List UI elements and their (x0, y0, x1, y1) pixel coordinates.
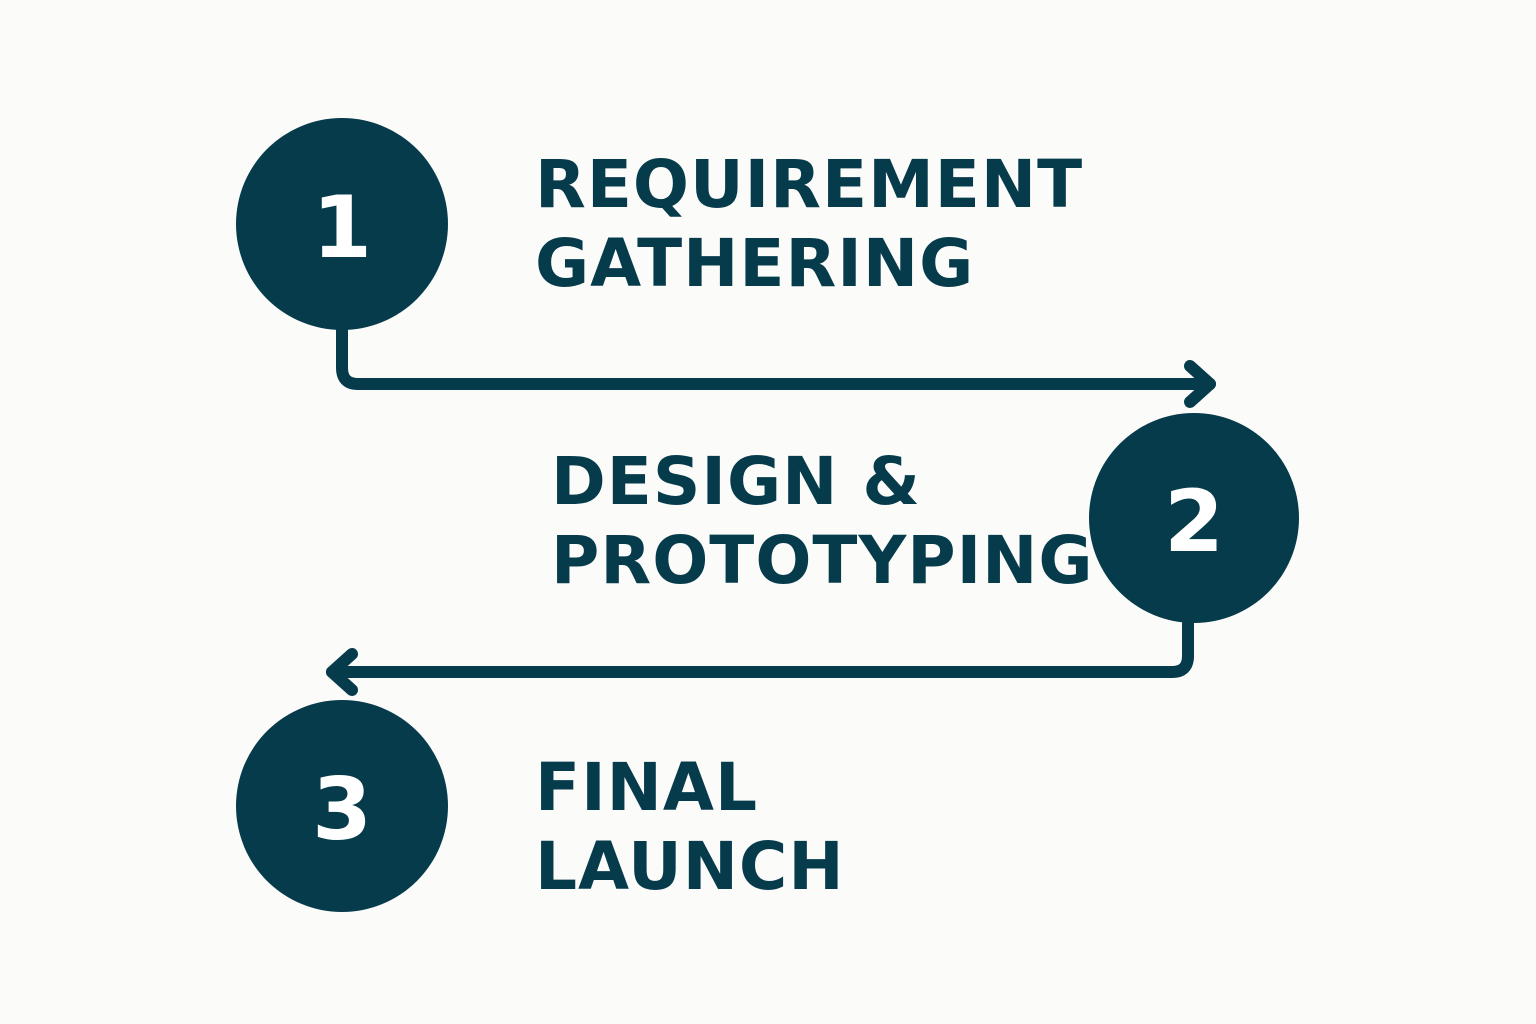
step-2-title-line-1: DESIGN & (551, 443, 921, 520)
step-2-number: 2 (1164, 472, 1224, 572)
step-3-circle (236, 700, 448, 912)
step-2: 2 DESIGN & PROTOTYPING (551, 413, 1299, 623)
step-2-title-line-2: PROTOTYPING (551, 522, 1094, 599)
arrowhead-right-icon (1184, 360, 1216, 408)
connector-step-1-to-2 (336, 322, 1216, 390)
step-3: 3 FINAL LAUNCH (236, 700, 845, 912)
step-1-number: 1 (312, 178, 372, 278)
step-3-title-line-2: LAUNCH (535, 828, 845, 905)
step-3-title-line-1: FINAL (535, 749, 758, 826)
step-1-title-line-1: REQUIREMENT (535, 146, 1083, 223)
step-2-circle (1089, 413, 1299, 623)
arrowhead-left-icon (326, 648, 358, 696)
connector-step-2-to-3 (326, 618, 1194, 678)
step-1: 1 REQUIREMENT GATHERING (236, 118, 1083, 330)
step-3-number: 3 (312, 760, 372, 860)
step-1-title-line-2: GATHERING (535, 225, 974, 302)
step-1-circle (236, 118, 448, 330)
